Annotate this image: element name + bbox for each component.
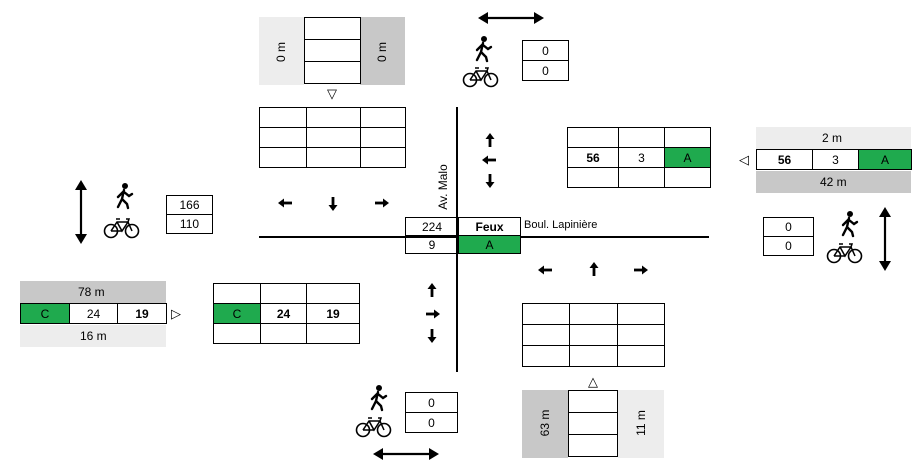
east-row-count1: 56 <box>567 147 619 168</box>
south-queue-left-bg <box>522 390 568 458</box>
arrow-right-icon <box>632 264 650 276</box>
east-queue-top: 2 m <box>822 131 843 145</box>
north-ped-table: 0 0 <box>522 40 569 81</box>
west-ped-table: 166 110 <box>166 195 213 234</box>
south-ped-table: 0 0 <box>405 392 458 433</box>
east-lane-count2: 3 <box>812 149 859 170</box>
center-header: Feux <box>458 217 521 236</box>
south-queue-right-bg <box>618 390 664 458</box>
west-queue-top-bg <box>20 281 166 303</box>
street-label-horizontal: Boul. Lapinière <box>524 219 598 231</box>
west-queue-bottom: 16 m <box>80 329 107 343</box>
arrow-up-icon <box>588 260 600 278</box>
east-ped-table: 0 0 <box>763 217 814 256</box>
south-bicycle-icon <box>355 417 392 438</box>
east-lane-light: A <box>858 149 912 170</box>
south-pedestrian-icon <box>370 383 388 412</box>
east-row-light: A <box>664 147 711 168</box>
west-lane-light: C <box>20 303 70 324</box>
west-bike-count: 110 <box>166 214 213 234</box>
south-queue-left: 63 m <box>538 409 552 437</box>
south-lane-stack <box>568 390 618 457</box>
west-lane-count2: 19 <box>117 303 167 324</box>
east-double-arrow-icon <box>879 207 891 271</box>
west-double-arrow-icon <box>75 180 87 244</box>
east-triangle-icon: ◁ <box>739 152 749 167</box>
north-queue-right-bg <box>360 17 405 85</box>
east-queue-bottom: 42 m <box>820 175 847 189</box>
east-bike-count: 0 <box>763 236 814 256</box>
west-ped-count: 166 <box>166 195 213 215</box>
south-double-arrow-icon <box>373 448 439 460</box>
west-row-light: C <box>213 303 261 324</box>
east-queue-bottom-bg <box>756 171 911 193</box>
north-lane-stack <box>304 17 361 84</box>
south-ped-count: 0 <box>405 392 458 413</box>
west-queue-bottom-bg <box>20 325 166 347</box>
south-movement-table <box>522 303 665 367</box>
south-queue-right: 11 m <box>634 410 648 436</box>
arrow-left-icon <box>536 264 554 276</box>
south-bike-count: 0 <box>405 412 458 433</box>
east-lane-count1: 56 <box>756 149 813 170</box>
east-queue-top-bg <box>756 127 911 149</box>
center-light: A <box>458 235 521 254</box>
west-triangle-icon: ▷ <box>171 306 181 321</box>
north-movement-table <box>259 107 406 168</box>
north-bike-count: 0 <box>522 60 569 81</box>
north-double-arrow-icon <box>478 12 544 24</box>
north-queue-left-bg <box>259 17 304 85</box>
west-queue-top: 78 m <box>78 285 105 299</box>
south-triangle-icon: △ <box>588 374 598 389</box>
center-count-bottom: 9 <box>405 235 459 254</box>
north-triangle-icon: ▽ <box>327 86 337 101</box>
